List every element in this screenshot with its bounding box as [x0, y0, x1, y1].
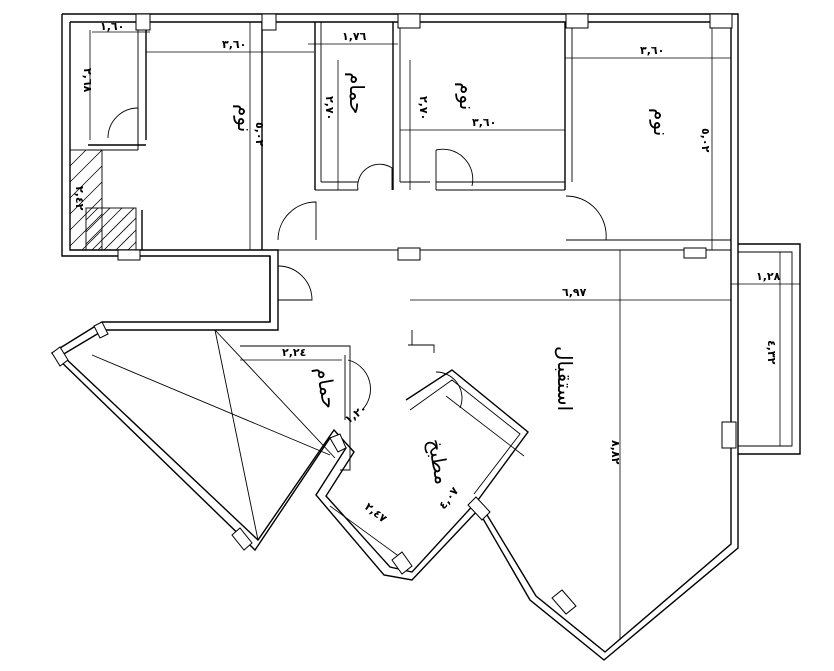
dimension-label: ٢,٤٧ [362, 500, 389, 525]
dimension-label: ٥,٠٢ [699, 128, 712, 153]
dimension-label: ١,٢٨ [756, 270, 781, 283]
room-label-bathroom-bottom: حمام [311, 365, 342, 411]
dimension-label: ٣,٦٠ [222, 38, 246, 51]
dimension-label: ١,٦٠ [100, 20, 124, 33]
dimension-labels: ١,٦٠ ٣,٦٠ ٢,٦٨ ٥,٠٢ ١,٧٦ ٢,٧٠ ٢,٧٠ ٣,٦٠ … [73, 20, 781, 526]
dimension-lines [89, 22, 800, 640]
balcony [738, 243, 801, 455]
dimension-label: ٣,٦٠ [472, 116, 496, 129]
closet-hatch [69, 149, 137, 251]
dimension-label: ٢,٢٤ [282, 346, 306, 359]
dimension-label: ٢,٧٠ [417, 96, 430, 120]
room-label-bedroom-middle: نوم [455, 82, 479, 110]
dimension-label: ٥,٠٢ [253, 122, 266, 147]
dimension-label: ٦,٩٧ [562, 286, 587, 299]
dimension-label: ١,٧٦ [342, 30, 367, 43]
dimension-label: ٤,٣٢ [765, 340, 778, 365]
room-label-kitchen: مطبخ [423, 437, 455, 487]
interior-walls [70, 22, 731, 541]
room-label-reception: استقبال [553, 346, 577, 411]
doors [107, 107, 607, 411]
room-label-bathroom-top: حمام [345, 72, 369, 114]
dimension-label: ٣,٦٠ [640, 44, 664, 57]
dimension-label: ٢,٧٠ [323, 96, 336, 120]
room-label-bedroom-left: نوم [233, 104, 257, 132]
dimension-label: ٢,٦٨ [81, 68, 94, 93]
room-label-bedroom-right: نوم [649, 108, 673, 136]
dimension-label: ٢,٤٢ [73, 186, 86, 211]
room-labels: نوم حمام نوم نوم حمام مطبخ استقبال [233, 72, 673, 486]
dimension-label: ٨,٨٢ [609, 440, 622, 465]
dimension-label: ٤,٠٧ [436, 484, 461, 511]
columns [51, 13, 737, 615]
